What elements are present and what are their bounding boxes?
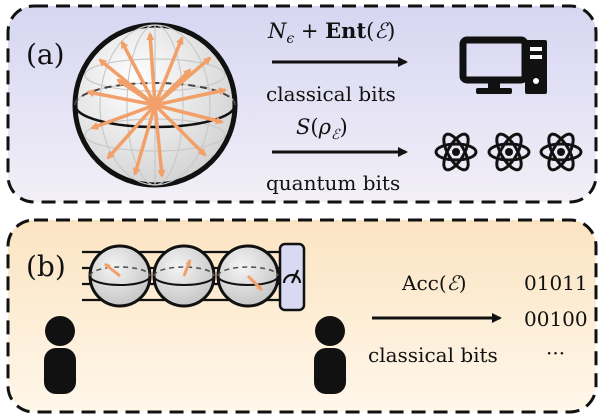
quantum-bits-caption: quantum bits: [266, 171, 400, 195]
classical-bits-caption-b: classical bits: [368, 343, 498, 367]
qubit-sphere: [88, 244, 152, 308]
panel-a: (a): [6, 4, 598, 204]
computer-icon: [459, 36, 547, 94]
bloch-sphere: [72, 22, 238, 188]
accessible-info-formula: Acc(ℰ): [401, 271, 467, 295]
bit-string: 00100: [524, 307, 588, 331]
entropy-formula: S(ρℰ): [296, 115, 348, 143]
atom-icon: [487, 132, 531, 172]
qubit-sphere: [152, 244, 216, 308]
panel-b: (b): [6, 218, 598, 414]
panel-b-label: (b): [26, 250, 66, 283]
ent-formula: Nϵ + Ent(ℰ): [267, 18, 395, 47]
atom-icon: [434, 132, 478, 172]
bit-string: 01011: [524, 271, 588, 295]
qubit-sphere: [216, 244, 280, 308]
atom-icon: [539, 132, 583, 172]
bit-ellipsis: ···: [546, 341, 565, 365]
person-icon-sender: [44, 316, 76, 394]
classical-bits-caption: classical bits: [266, 82, 396, 106]
measurement-icon: [278, 242, 306, 312]
state-vectors: [86, 32, 227, 178]
person-icon-receiver: [314, 316, 346, 394]
panel-a-label: (a): [26, 38, 65, 71]
